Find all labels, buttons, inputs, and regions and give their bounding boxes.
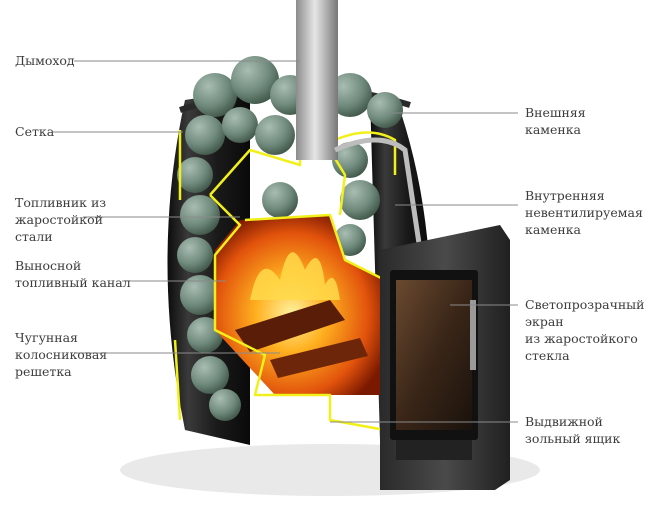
heater-stones: [177, 56, 403, 421]
label-fuel-channel: Выносной топливный канал: [15, 258, 131, 290]
label-inner-heater: Внутренняя невентилируемая каменка: [525, 188, 643, 237]
label-mesh: Сетка: [15, 124, 55, 139]
label-ash-drawer: Выдвижной зольный ящик: [525, 414, 621, 446]
chimney-pipe: [296, 0, 338, 160]
door-handle: [470, 300, 476, 370]
ash-drawer-front: [396, 440, 472, 460]
burning-logs: [235, 300, 345, 352]
label-firebox: Топливник из жаростойкой стали: [15, 195, 107, 244]
glass-screen: [396, 280, 472, 430]
burning-logs: [270, 338, 368, 378]
label-chimney: Дымоход: [15, 53, 75, 68]
label-glass-screen: Светопрозрачный экран из жаростойкого ст…: [525, 297, 645, 363]
label-outer-heater: Внешняя каменка: [525, 105, 586, 137]
flames: [250, 252, 340, 300]
inner-heater-casing: [333, 137, 423, 251]
label-grate: Чугунная колосниковая решетка: [15, 330, 108, 379]
leader-lines: [53, 60, 518, 423]
